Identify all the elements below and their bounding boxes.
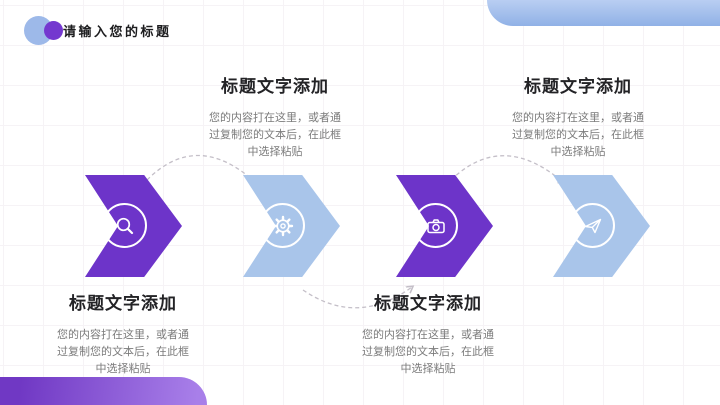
step-1-body: 您的内容打在这里，或者通过复制您的文本后，在此框中选择粘贴 [57,329,189,375]
gear-icon [272,215,293,236]
step-2-body: 您的内容打在这里，或者通过复制您的文本后，在此框中选择粘贴 [209,112,341,158]
step-4-body: 您的内容打在这里，或者通过复制您的文本后，在此框中选择粘贴 [512,112,644,158]
step-3-icon-ring [413,203,458,248]
header-dot-purple [44,21,63,40]
decor-top-right-shape [487,0,720,26]
camera-icon [426,218,445,233]
decor-bottom-left-shape [0,377,207,405]
search-icon [116,217,133,234]
step-2-arrow [243,175,340,277]
step-1-text-block[interactable]: 标题文字添加 您的内容打在这里，或者通过复制您的文本后，在此框中选择粘贴 [43,289,203,378]
step-1-arrow [85,175,182,277]
step-3-body: 您的内容打在这里，或者通过复制您的文本后，在此框中选择粘贴 [362,329,494,375]
step-4-arrow [553,175,650,277]
step-4-icon-ring [570,203,615,248]
slide-title-placeholder[interactable]: 请输入您的标题 [63,24,172,39]
step-3-arrow [396,175,493,277]
step-3-text-block[interactable]: 标题文字添加 您的内容打在这里，或者通过复制您的文本后，在此框中选择粘贴 [348,289,508,378]
step-2-text-block[interactable]: 标题文字添加 您的内容打在这里，或者通过复制您的文本后，在此框中选择粘贴 [195,72,355,161]
step-1-title: 标题文字添加 [69,294,177,313]
paper-plane-icon [584,218,601,233]
step-4-title: 标题文字添加 [524,77,632,96]
step-1-icon-ring [102,203,147,248]
step-2-icon-ring [260,203,305,248]
step-3-title: 标题文字添加 [374,294,482,313]
step-2-title: 标题文字添加 [221,77,329,96]
step-4-text-block[interactable]: 标题文字添加 您的内容打在这里，或者通过复制您的文本后，在此框中选择粘贴 [498,72,658,161]
